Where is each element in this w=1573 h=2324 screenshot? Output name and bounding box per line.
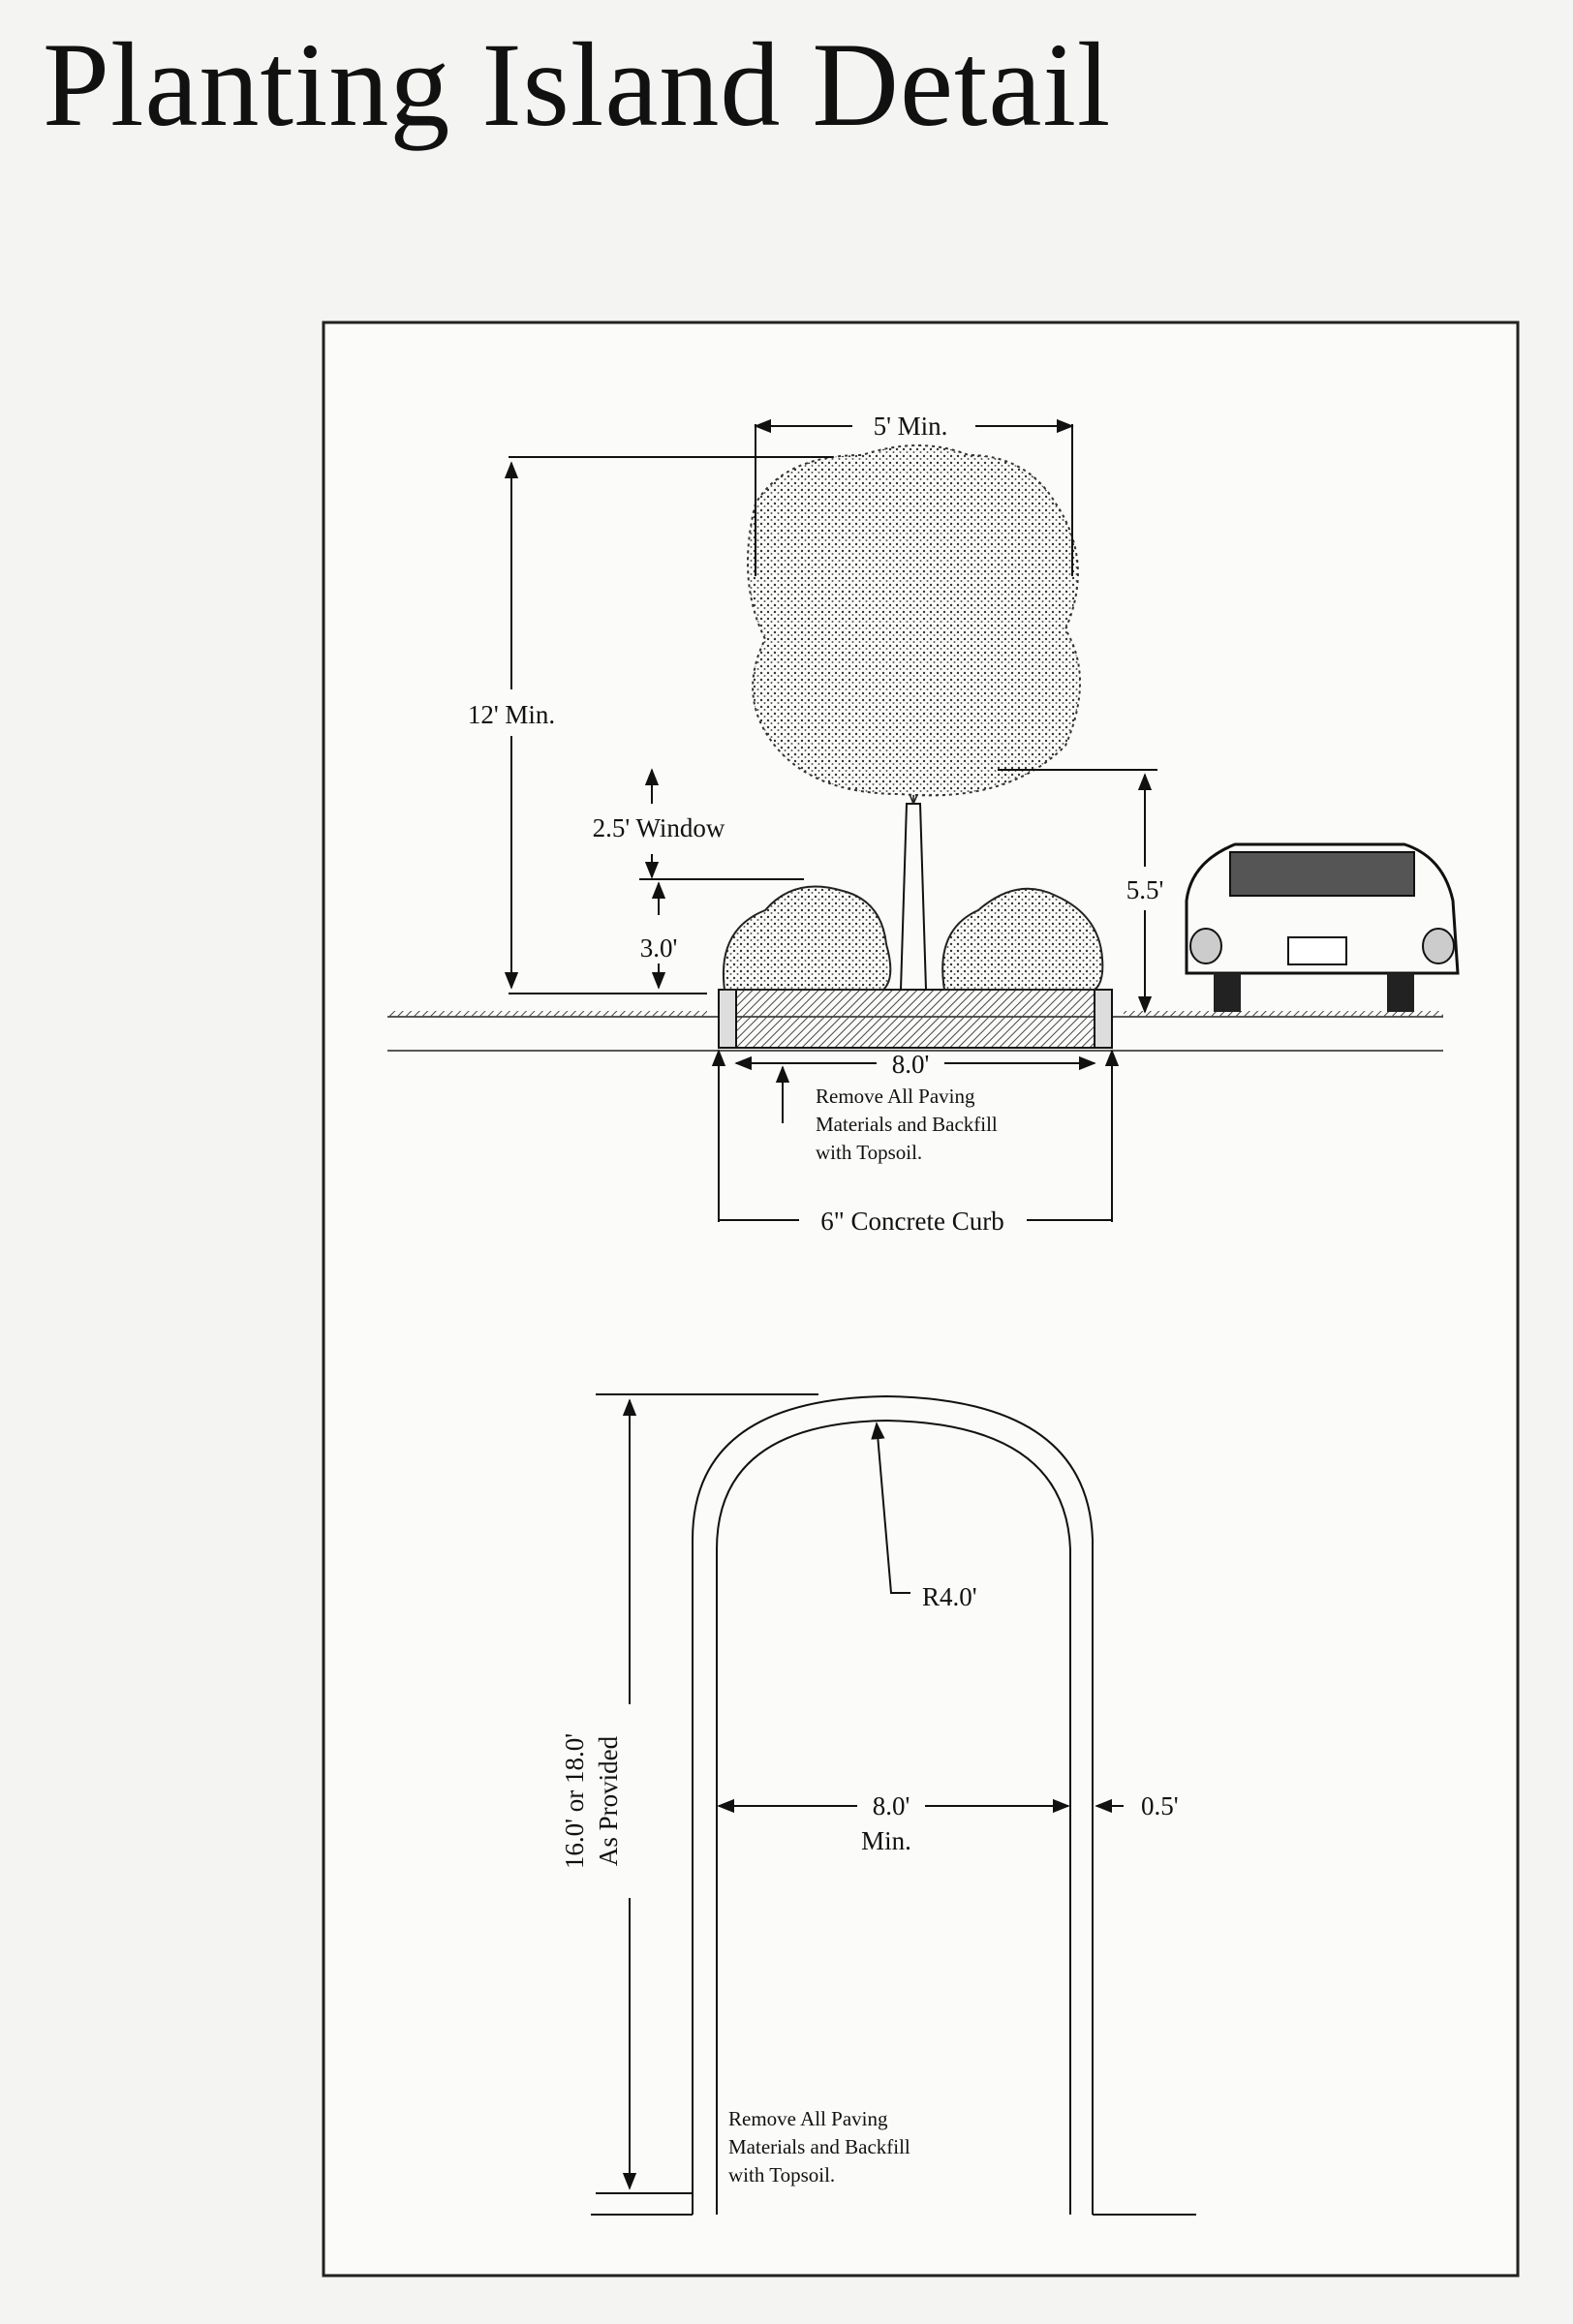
- plan-view: R4.0' 16.0' or 18.0' As Provided 8.0' Mi…: [560, 1393, 1196, 2216]
- width-label-1: 8.0': [873, 1791, 910, 1820]
- window-label: 2.5' Window: [593, 813, 725, 842]
- shrub-left: [723, 885, 892, 991]
- length-label-1: 16.0' or 18.0': [560, 1733, 589, 1869]
- length-label-group: 16.0' or 18.0' As Provided: [560, 1733, 623, 1869]
- radius-label: R4.0': [922, 1582, 977, 1611]
- plan-note: Remove All Paving Materials and Backfill…: [728, 2107, 915, 2186]
- curb-label: 6" Concrete Curb: [820, 1207, 1003, 1236]
- paving-left: [387, 1011, 707, 1017]
- tree-height-label: 12' Min.: [468, 700, 555, 729]
- shrub-right: [941, 887, 1104, 991]
- island-inner-edge: [716, 1419, 1071, 2215]
- car-icon: [1185, 842, 1460, 1012]
- length-label-2: As Provided: [594, 1735, 623, 1866]
- tree-canopy: [747, 444, 1081, 797]
- island-outer-edge: [692, 1394, 1094, 2215]
- curb-width-label: 0.5': [1141, 1791, 1179, 1820]
- radius-leader: [871, 1422, 910, 1594]
- section-note: Remove All Paving Materials and Backfill…: [816, 1085, 1002, 1164]
- shrub-height-label: 3.0': [640, 933, 678, 963]
- topsoil-island: [718, 989, 1113, 1049]
- page-title: Planting Island Detail: [43, 18, 1112, 151]
- curb-right: [1094, 989, 1113, 1049]
- clearance-label: 5.5': [1126, 875, 1164, 904]
- curb-left: [718, 989, 737, 1049]
- width-label-2: Min.: [861, 1826, 911, 1855]
- island-width-label: 8.0': [892, 1050, 930, 1079]
- paving-right: [1124, 1011, 1443, 1017]
- crown-width-label: 5' Min.: [874, 412, 948, 441]
- tree-trunk: [899, 803, 928, 991]
- section-view: 5' Min. 12' Min. 2.5' Window 3.0' 5.5' 8…: [387, 412, 1460, 1236]
